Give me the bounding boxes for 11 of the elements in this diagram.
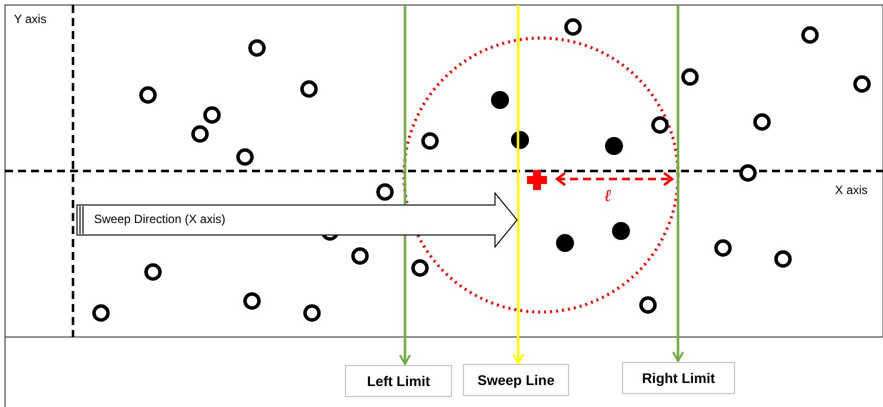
label-box: Sweep Line <box>463 364 569 396</box>
label-box: Left Limit <box>345 365 452 397</box>
arrow <box>399 5 411 365</box>
axis-label: Y axis <box>14 12 46 26</box>
arrow-label: Sweep Direction (X axis) <box>94 212 226 226</box>
arrow <box>512 5 524 364</box>
label-box: Right Limit <box>622 362 735 394</box>
dimension-label: ℓ <box>604 186 612 206</box>
sweep-direction-arrow <box>76 192 519 248</box>
axis-label: X axis <box>835 183 868 197</box>
arrow <box>672 5 684 362</box>
